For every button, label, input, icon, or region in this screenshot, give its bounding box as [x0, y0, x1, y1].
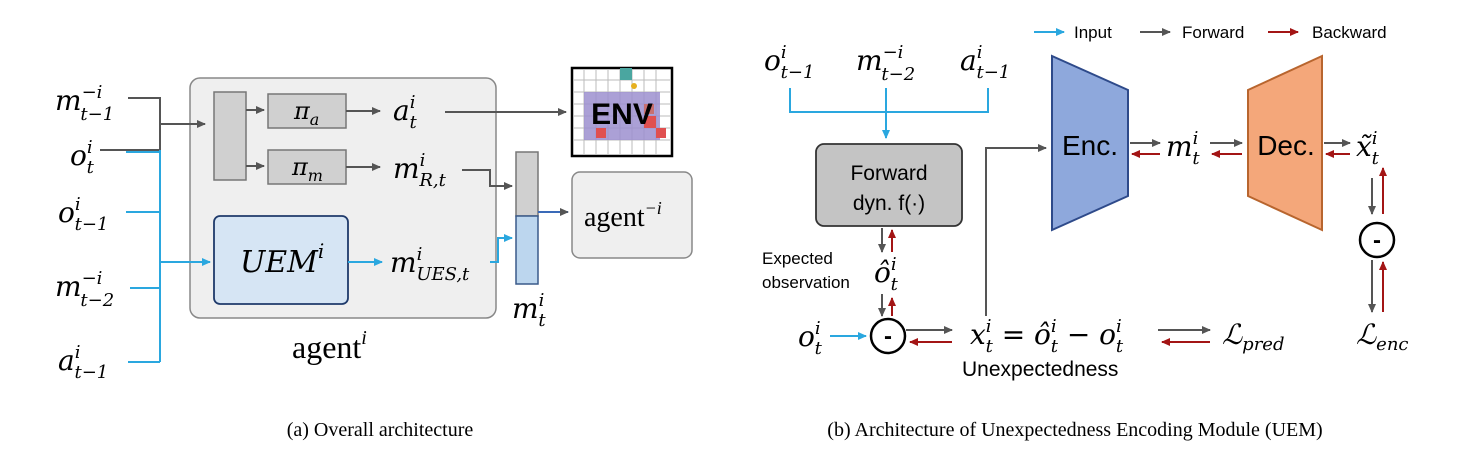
unexpectedness-label: Unexpectedness [962, 358, 1118, 381]
l-pred-label: ℒpred [1222, 318, 1284, 355]
decoder-label: Dec. [1257, 130, 1315, 161]
minus-node-1 [869, 317, 907, 355]
expected-line2: observation [762, 273, 850, 292]
uem-label: UEMi [240, 239, 324, 280]
forward-dyn-box [815, 143, 963, 227]
wire-m-prev-other [128, 97, 161, 124]
other-agent-box [571, 171, 693, 259]
b-blue-merge [789, 88, 989, 113]
pi-a-box [267, 93, 347, 129]
pi-a-label: πa [293, 97, 319, 129]
agent-label: agenti [292, 327, 367, 365]
encoder-label: Enc. [1062, 130, 1118, 161]
wire-m-r-to-bar [462, 169, 513, 190]
decoder-block [1247, 54, 1323, 232]
pi-m-label: πm [291, 153, 323, 185]
wire-m-ues-to-bar [490, 234, 513, 263]
uem-box [213, 215, 349, 305]
splitter-box [213, 91, 247, 181]
other-agent-label: agent−i [584, 198, 662, 233]
env-grid: ENV [570, 66, 674, 158]
forward-dyn-line2: dyn. f(·) [853, 192, 925, 215]
l-enc-label: ℒenc [1356, 318, 1409, 355]
env-label: ENV [591, 98, 653, 131]
x-to-enc-wire [985, 144, 1047, 316]
forward-dyn-line1: Forward [850, 162, 927, 185]
caption-b: (b) Architecture of Unexpectedness Encod… [827, 419, 1322, 441]
minus-node-2-label: - [1373, 227, 1381, 254]
caption-a: (a) Overall architecture [287, 419, 474, 441]
legend-backward-label: Backward [1312, 23, 1387, 42]
mt-bar-top [515, 151, 539, 217]
legend-input-label: Input [1074, 23, 1112, 42]
mt-bar-bottom [515, 215, 539, 285]
minus-node-2 [1358, 221, 1396, 259]
minus-node-1-label: - [884, 323, 892, 350]
legend-forward-label: Forward [1182, 23, 1244, 42]
encoder-block [1051, 54, 1129, 232]
wire-o-t-gray [100, 120, 206, 151]
expected-line1: Expected [762, 249, 833, 268]
